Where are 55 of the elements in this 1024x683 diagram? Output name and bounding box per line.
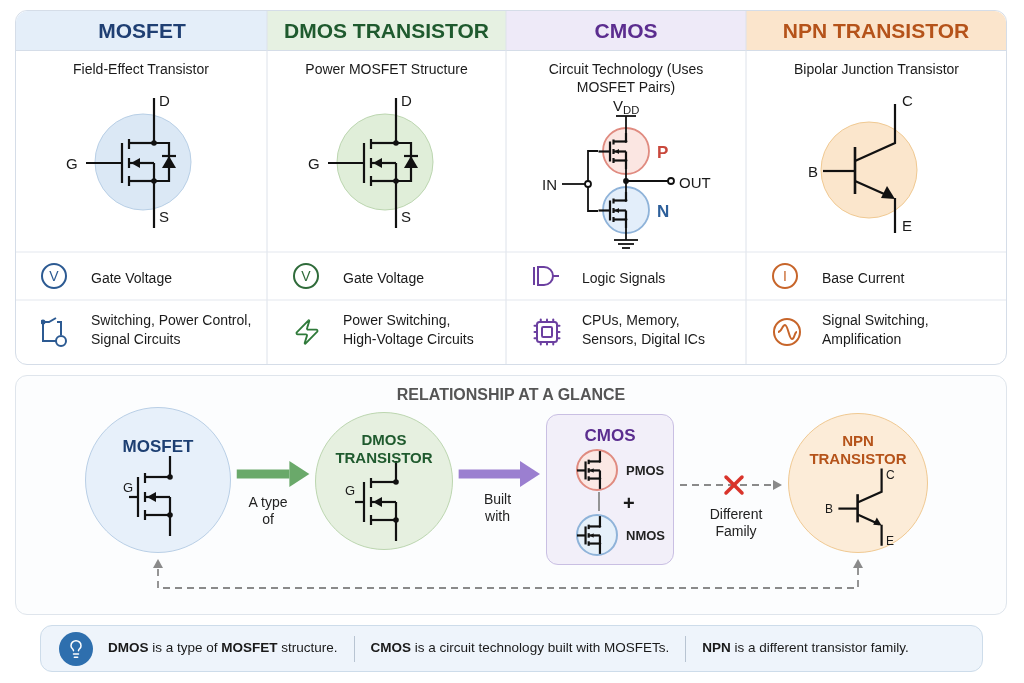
feature-text: CPUs, Memory, Sensors, Digital ICs — [582, 311, 706, 349]
pin-label: G — [123, 479, 134, 497]
symbol-badge: I — [772, 263, 798, 289]
dashed-arrow — [153, 559, 863, 589]
column-subtitle: Bipolar Junction Transistor — [793, 60, 960, 78]
feature-text: Power Switching, High-Voltage Circuits — [343, 311, 475, 349]
pin-label: G — [66, 154, 78, 174]
table-header: DMOS TRANSISTOR — [267, 11, 506, 51]
feature-text: Logic Signals — [582, 269, 666, 288]
feature-text: Gate Voltage — [91, 269, 172, 288]
pin-label: B — [825, 501, 833, 518]
connector-line — [598, 491, 600, 512]
node-title: MOSFET — [122, 436, 194, 458]
thick-arrow — [458, 461, 540, 487]
symbol-badge: V — [41, 263, 67, 289]
pin-label: V$_{DD}$ — [613, 96, 640, 118]
pin-label: G — [345, 482, 356, 500]
table-header: MOSFET — [16, 11, 268, 51]
feature-text: Switching, Power Control, Signal Circuits — [91, 311, 253, 349]
feature-text: Gate Voltage — [343, 269, 424, 288]
node-title: DMOS TRANSISTOR — [334, 431, 434, 467]
column-subtitle: Power MOSFET Structure — [304, 60, 469, 78]
pin-label: P — [657, 142, 669, 164]
node-title: CMOS — [584, 425, 636, 447]
thick-arrow — [236, 461, 310, 487]
pin-label: C — [886, 467, 895, 484]
symbol-badge: V — [293, 263, 319, 289]
pin-label: S — [401, 207, 411, 227]
section-title: RELATIONSHIP AT A GLANCE — [395, 385, 627, 405]
pin-label: C — [902, 91, 913, 111]
node-title: NPN TRANSISTOR — [808, 432, 908, 468]
pin-label: N — [657, 201, 670, 223]
pin-label: S — [159, 207, 169, 227]
pin-label: D — [401, 91, 412, 111]
dashed-arrow — [679, 480, 783, 490]
feature-text: Base Current — [822, 269, 905, 288]
pin-label: D — [159, 91, 170, 111]
cmos-box — [546, 414, 674, 565]
pin-label: E — [902, 216, 912, 236]
summary-text: NPN is a different transistor family. — [702, 639, 909, 658]
table-header: CMOS — [506, 11, 746, 51]
table-header: NPN TRANSISTOR — [746, 11, 1006, 51]
summary-text: CMOS is a circuit technology built with MOSFETs. — [370, 639, 670, 658]
column-subtitle: Circuit Technology (Uses MOSFET Pairs) — [547, 60, 705, 96]
column-subtitle: Field-Effect Transistor — [72, 60, 210, 78]
node-caption: NMOS — [626, 527, 665, 545]
pin-label: OUT — [679, 173, 711, 193]
node-caption: PMOS — [626, 462, 665, 480]
pin-label: E — [886, 533, 894, 550]
pin-label: IN — [542, 175, 557, 195]
pin-label: G — [308, 154, 320, 174]
summary-text: DMOS is a type of MOSFET structure. — [108, 639, 338, 658]
pin-label: B — [808, 162, 818, 182]
plus-sign: + — [623, 491, 635, 516]
feature-text: Signal Switching, Amplification — [822, 311, 930, 349]
